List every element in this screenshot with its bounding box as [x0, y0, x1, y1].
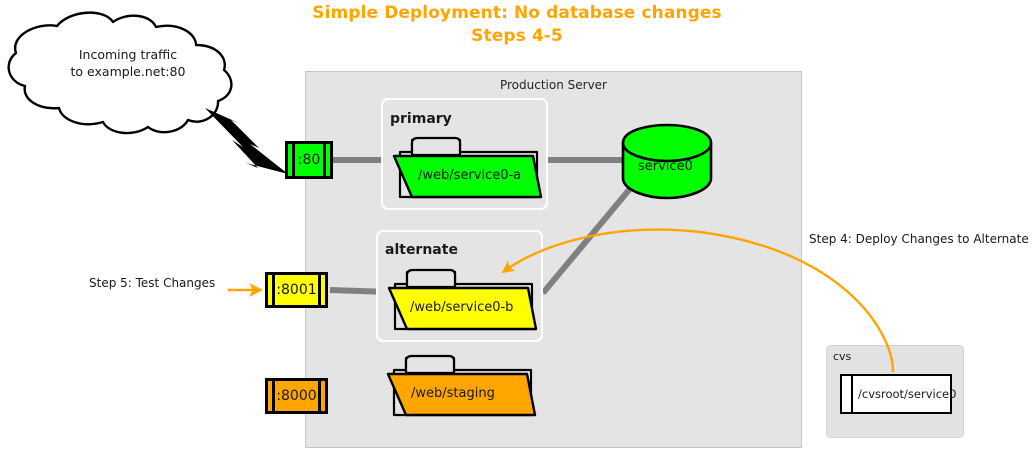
step5-label: Step 5: Test Changes	[89, 276, 216, 290]
diagram-title: Simple Deployment: No database changes S…	[0, 2, 1034, 48]
folder-label-service0-b: /web/service0-b	[410, 300, 514, 315]
port-80[interactable]: :80	[285, 141, 333, 179]
folder-tab-alternate	[405, 268, 457, 289]
group-label-alternate: alternate	[385, 242, 458, 258]
folder-tab-staging	[404, 354, 456, 375]
database-label: service0	[638, 159, 693, 174]
cloud-shape	[7, 11, 233, 135]
folder-label-service0-a: /web/service0-a	[418, 168, 522, 183]
port-8000-label: :8000	[276, 388, 317, 404]
title-line-1: Simple Deployment: No database changes	[312, 3, 722, 23]
group-label-primary: primary	[390, 111, 452, 127]
port-8001-edge-left	[272, 275, 275, 305]
cvs-file-node[interactable]: /cvsroot/service0	[840, 374, 957, 414]
cvs-file-divider	[851, 376, 853, 412]
folder-front-primary	[392, 154, 543, 199]
cloud-label-line-1: Incoming traffic	[78, 47, 178, 62]
port-80-label: :80	[297, 152, 321, 168]
cloud-label-line-2: to example.net:80	[70, 64, 186, 79]
port-8000-edge-left	[272, 381, 275, 411]
production-server-label: Production Server	[499, 78, 607, 92]
port-8001-edge-right	[318, 275, 321, 305]
port-80-edge-left	[292, 144, 295, 176]
port-8000[interactable]: :8000	[265, 378, 328, 414]
folder-label-staging: /web/staging	[411, 386, 495, 401]
cvs-file-label: /cvsroot/service0	[858, 387, 957, 401]
folder-front-staging	[386, 372, 537, 417]
lightning-bolt-icon	[205, 108, 288, 174]
port-80-edge-right	[323, 144, 326, 176]
database-top	[621, 123, 713, 163]
folder-tab-primary	[410, 136, 462, 157]
port-8001[interactable]: :8001	[265, 272, 328, 308]
port-8000-edge-right	[318, 381, 321, 411]
title-line-2: Steps 4-5	[471, 26, 563, 46]
cvs-label: cvs	[833, 350, 852, 363]
port-8001-label: :8001	[276, 282, 317, 298]
step4-label: Step 4: Deploy Changes to Alternate	[809, 232, 1029, 246]
cloud-label: Incoming traffic to example.net:80	[48, 46, 208, 80]
